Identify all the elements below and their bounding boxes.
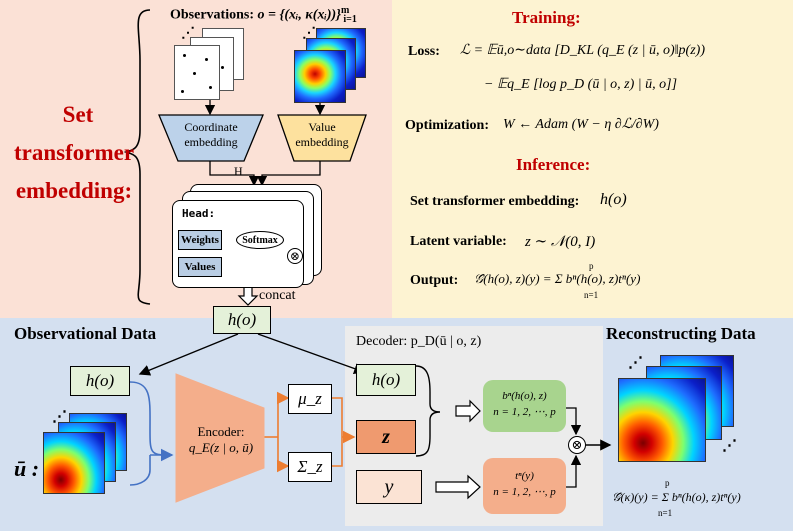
decoder-title: Decoder: p_D(ū | o, z) bbox=[356, 334, 482, 349]
values-box: Values bbox=[178, 257, 222, 277]
observational-data-title: Observational Data bbox=[14, 324, 157, 343]
encoder-label: Encoder: q_E(z | o, ū) bbox=[188, 424, 254, 455]
set-transformer-title-3: embedding: bbox=[15, 178, 133, 203]
loss-formula-line2: − 𝔼q_E [log p_D (ū | o, z) | ū, o]] bbox=[484, 77, 678, 92]
output-sum-top: p bbox=[589, 261, 594, 271]
coordinate-card-1 bbox=[174, 45, 220, 100]
output-sum-bottom: n=1 bbox=[584, 290, 599, 300]
optimization-formula: W ← Adam (W − η ∂ℒ/∂W) bbox=[503, 117, 659, 132]
softmax-ellipse: Softmax bbox=[236, 231, 284, 249]
sigma-box: Σ_z bbox=[288, 452, 332, 482]
recon-sum-bottom: n=1 bbox=[658, 508, 673, 518]
set-transformer-embedding-formula: h(o) bbox=[600, 191, 627, 208]
recon-ellipsis-2: ⋰ bbox=[722, 438, 737, 454]
mu-box: μ_z bbox=[288, 384, 332, 414]
inference-title: Inference: bbox=[516, 155, 591, 174]
recon-sum-top: p bbox=[665, 478, 670, 488]
encoder-shape bbox=[175, 373, 265, 503]
decoder-y-box: y bbox=[356, 470, 422, 504]
reconstructing-data-title: Reconstructing Data bbox=[606, 324, 756, 343]
optimization-label: Optimization: bbox=[405, 118, 489, 133]
basis-t-label: tⁿ(y)n = 1, 2, ⋯, p bbox=[493, 470, 556, 498]
recon-card-1 bbox=[618, 378, 706, 462]
latent-variable-label: Latent variable: bbox=[410, 234, 507, 249]
h-of-o-box-left: h(o) bbox=[70, 366, 130, 396]
value-ellipsis: ⋰ bbox=[302, 26, 316, 41]
training-title: Training: bbox=[512, 8, 581, 27]
observations-title: Observations: o = {(xᵢ, κ(xᵢ))}mi=1 bbox=[170, 5, 357, 26]
recon-ellipsis: ⋰ bbox=[628, 355, 643, 371]
u-bar-label: ū : bbox=[14, 456, 40, 481]
basis-t-box bbox=[483, 458, 566, 514]
value-card-1 bbox=[294, 50, 346, 103]
output-formula: 𝒢̂(h(o), z)(y) = Σ bⁿ(h(o), z)tⁿ(y) bbox=[474, 271, 641, 286]
set-transformer-embedding-label: Set transformer embedding: bbox=[410, 194, 580, 209]
bottom-multiply-node: ⊗ bbox=[568, 436, 586, 454]
multiply-node: ⊗ bbox=[287, 248, 303, 264]
training-panel bbox=[392, 0, 793, 318]
output-label: Output: bbox=[410, 273, 459, 288]
u-bar-card-1 bbox=[43, 432, 105, 494]
recon-formula: 𝒢̂(κ)(y) = Σ bⁿ(h(o), z)tⁿ(y) bbox=[612, 490, 741, 504]
loss-label: Loss: bbox=[408, 44, 440, 59]
latent-variable-formula: z ∼ 𝒩(0, I) bbox=[525, 234, 596, 250]
concat-label: concat bbox=[259, 288, 296, 303]
basis-b-label: bⁿ(h(o), z)n = 1, 2, ⋯, p bbox=[493, 390, 556, 418]
h-label: H bbox=[234, 164, 243, 178]
head-label: Head: bbox=[182, 207, 216, 220]
set-transformer-title-2: transformer bbox=[14, 140, 135, 165]
decoder-z-box: z bbox=[356, 420, 416, 454]
value-embedding-shape bbox=[277, 114, 367, 162]
h-of-o-box-top: h(o) bbox=[213, 306, 271, 334]
loss-formula-line1: ℒ = 𝔼ū,o∼data [D_KL (q_E (z | ū, o)‖p(z)… bbox=[460, 43, 705, 58]
u-bar-ellipsis: ⋰ bbox=[52, 409, 67, 425]
coordinate-ellipsis: ⋰ bbox=[181, 26, 195, 41]
coordinate-embedding-shape bbox=[158, 114, 264, 162]
decoder-h-of-o-box: h(o) bbox=[356, 364, 416, 396]
set-transformer-title: Set bbox=[62, 102, 94, 127]
basis-b-box bbox=[483, 380, 566, 432]
weights-box: Weights bbox=[178, 230, 222, 250]
